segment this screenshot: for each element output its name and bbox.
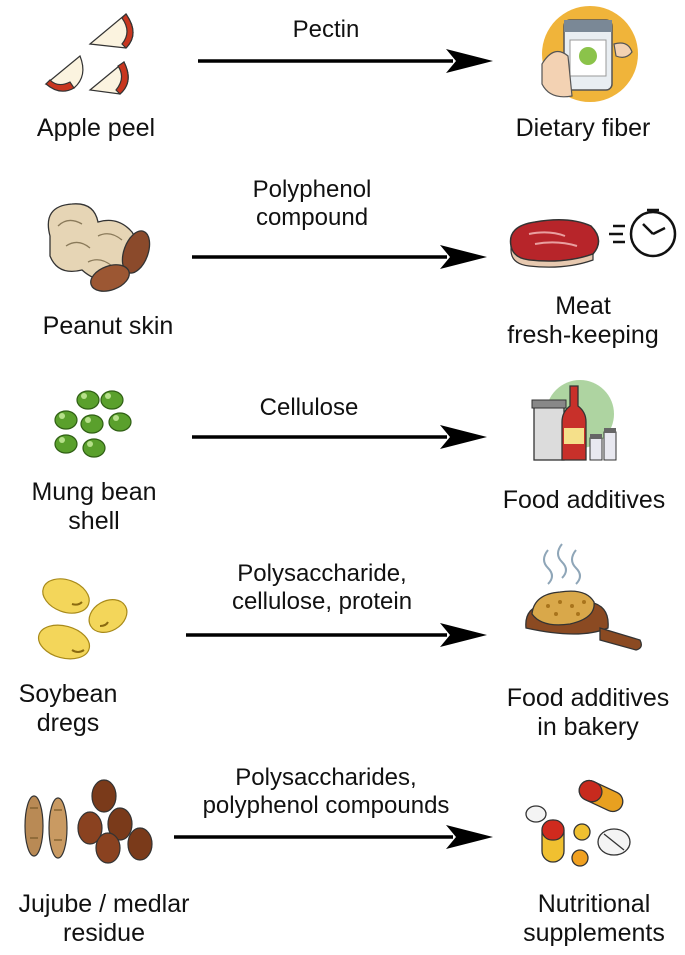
mung-bean-icon — [54, 390, 132, 458]
arrow-4 — [186, 623, 487, 647]
process-label-pectin: Pectin — [292, 16, 360, 43]
product-label-nutritional-supplements: Nutritional supplements — [523, 890, 665, 947]
source-label-apple-peel: Apple peel — [36, 114, 156, 142]
process-label-polysaccharides-polyphenol-compounds: Polysaccharides, polyphenol compounds — [202, 764, 450, 819]
product-label-dietary-fiber: Dietary fiber — [515, 114, 651, 142]
peanut-icon — [47, 203, 151, 292]
soybean-icon — [37, 578, 128, 660]
jujube-medlar-icon — [24, 779, 153, 864]
steak-timer-icon — [509, 208, 677, 268]
source-label-soybean-dregs: Soybean dregs — [18, 680, 118, 737]
source-label-peanut-skin: Peanut skin — [42, 312, 174, 340]
apple-slices-icon — [44, 13, 134, 95]
source-label-jujube-medlar-residue: Jujube / medlar residue — [18, 890, 190, 947]
bread-board-icon — [525, 543, 642, 651]
arrow-5 — [174, 825, 493, 849]
fiber-supplement-jar-icon — [541, 6, 638, 102]
pills-capsules-icon — [525, 779, 631, 867]
product-label-food-additives-in-bakery: Food additives in bakery — [506, 684, 670, 741]
product-label-meat-fresh-keeping: Meat fresh-keeping — [507, 292, 659, 349]
arrow-1 — [198, 49, 493, 73]
source-label-mung-bean-shell: Mung bean shell — [31, 478, 157, 535]
food-additive-bottles-icon — [531, 380, 617, 461]
process-label-polyphenol-compound: Polyphenol compound — [252, 176, 372, 231]
process-label-cellulose: Cellulose — [259, 394, 359, 421]
arrow-3 — [192, 425, 487, 449]
product-label-food-additives: Food additives — [502, 486, 666, 514]
process-label-polysaccharide-cellulose-protein: Polysaccharide, cellulose, protein — [231, 560, 413, 615]
arrow-2 — [192, 245, 487, 269]
